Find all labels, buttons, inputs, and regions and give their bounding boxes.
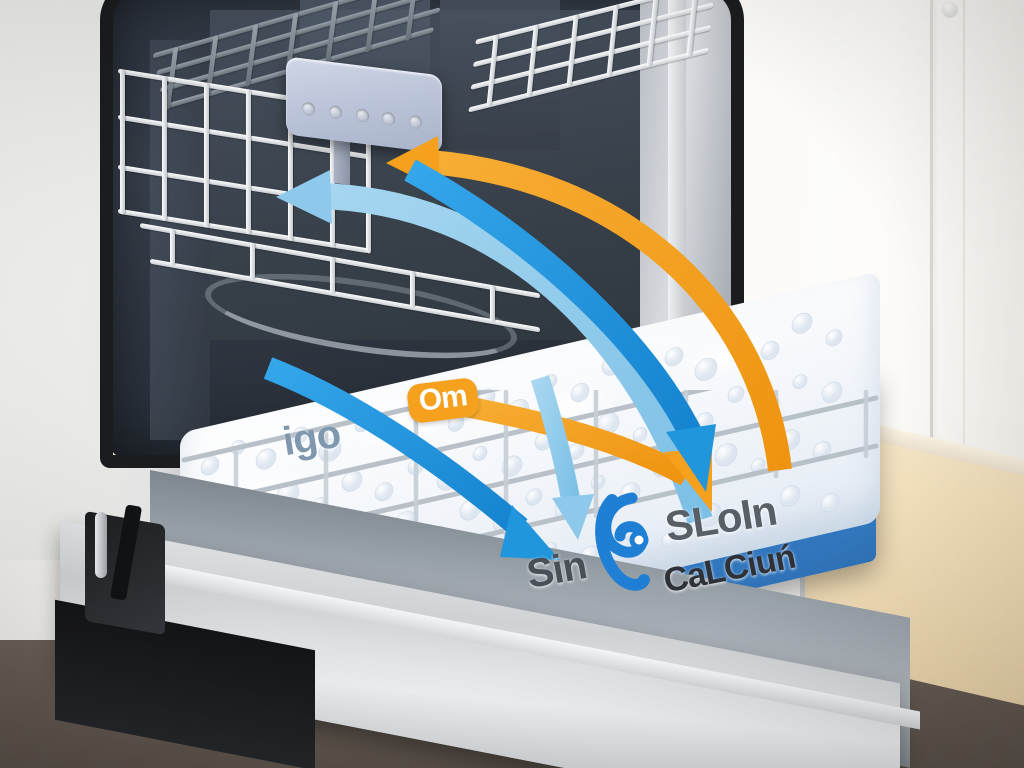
blue-arrow-primary (263, 357, 560, 560)
dishwasher-left-wall (150, 40, 210, 440)
blue-arrow-down-short (530, 375, 594, 540)
label-igo: igo (279, 411, 343, 465)
blue-swirl-icon (595, 492, 650, 591)
dishwasher-hinge-pin (95, 512, 107, 578)
cabinet-seam-secondary (963, 0, 965, 470)
cabinet-seam (930, 0, 933, 470)
blue-arrow-secondary (276, 170, 713, 524)
blue-arrow-tertiary (404, 159, 716, 492)
cabinet-knob-icon[interactable] (943, 2, 957, 16)
